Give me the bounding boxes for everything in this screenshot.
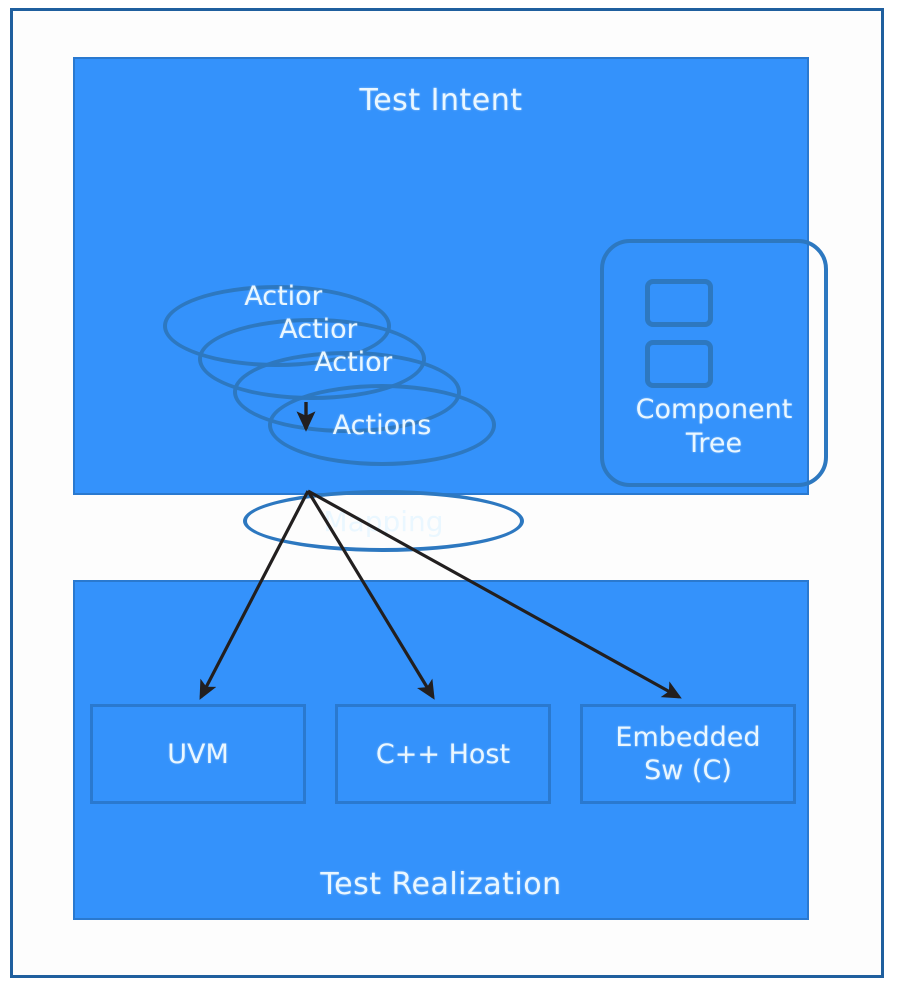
actions-ellipse-label: Actions — [314, 347, 393, 371]
component-tree-label-line1: Component — [635, 394, 793, 425]
target-label-line1: C++ Host — [375, 738, 511, 770]
target-box-embedded-sw[interactable]: Embedded Sw (C) — [580, 704, 796, 804]
target-box-label: Embedded Sw (C) — [615, 721, 760, 787]
test-realization-panel: UVM C++ Host Embedded Sw (C) Test Realiz… — [73, 580, 809, 920]
target-label-line1: Embedded — [615, 722, 761, 753]
test-intent-panel: Test Intent Actions Actions Actions Acti… — [73, 57, 828, 552]
test-realization-title: Test Realization — [320, 867, 562, 902]
target-box-label: C++ Host — [376, 738, 510, 771]
component-tree-label-line2: Tree — [685, 428, 743, 459]
actions-ellipse-front[interactable]: Actions — [268, 384, 496, 466]
mapping-label: Mapping — [323, 504, 444, 538]
target-label-line2: Sw (C) — [644, 755, 732, 786]
target-box-uvm[interactable]: UVM — [90, 704, 306, 804]
target-box-label: UVM — [167, 738, 229, 771]
component-tree-box[interactable]: Component Tree — [600, 239, 828, 487]
actions-ellipse-label: Actions — [332, 409, 432, 441]
actions-ellipse-label: Actions — [279, 314, 358, 338]
target-label-line1: UVM — [167, 738, 229, 770]
component-tree-label: Component Tree — [604, 393, 824, 461]
component-node-icon — [645, 340, 713, 388]
actions-ellipse-label: Actions — [244, 281, 323, 305]
test-intent-title: Test Intent — [359, 83, 523, 118]
component-node-icon — [645, 279, 713, 327]
target-box-cpp-host[interactable]: C++ Host — [335, 704, 551, 804]
mapping-ellipse[interactable]: Mapping — [243, 490, 524, 552]
